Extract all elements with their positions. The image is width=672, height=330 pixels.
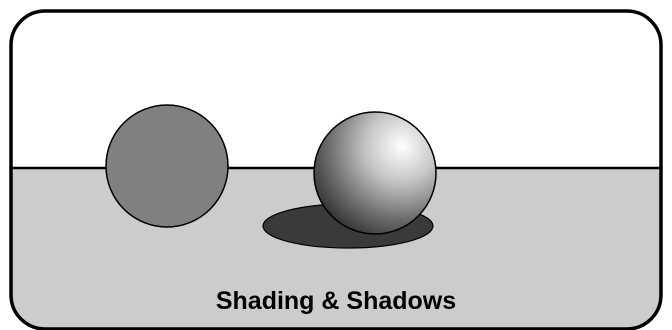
caption-title: Shading & Shadows xyxy=(216,287,456,315)
flat-shaded-sphere xyxy=(106,105,228,227)
gradient-shaded-sphere xyxy=(314,112,436,234)
